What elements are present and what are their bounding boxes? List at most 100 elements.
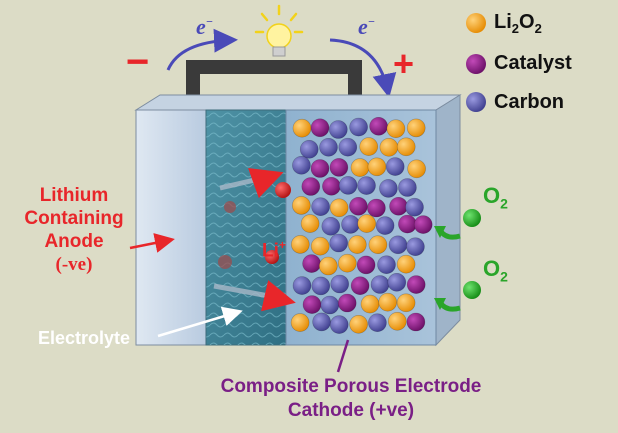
- carbon-particle: [375, 216, 395, 235]
- li2o2-particle: [329, 198, 349, 218]
- o2-label-top: O2: [483, 183, 508, 212]
- li2o2-particle: [368, 235, 388, 254]
- legend-carbon-dot: [466, 92, 486, 112]
- catalyst-particle: [349, 197, 368, 216]
- oxygen-inflow-bottom: [434, 281, 481, 312]
- positive-terminal-sign: +: [393, 43, 415, 84]
- catalyst-particle: [329, 158, 349, 177]
- li-ion-label: Li+: [262, 238, 286, 262]
- legend-catalyst-label: Catalyst: [494, 52, 572, 74]
- carbon-particle: [377, 255, 396, 275]
- li2o2-particle: [350, 158, 370, 177]
- li-ion: [275, 182, 291, 198]
- catalyst-particle: [389, 197, 408, 216]
- catalyst-particle: [310, 159, 330, 178]
- li2o2-particle: [349, 314, 368, 334]
- li2o2-particle: [407, 159, 426, 179]
- carbon-particle: [299, 140, 319, 159]
- electron-label-left: e−: [196, 14, 214, 39]
- carbon-particle: [330, 274, 350, 294]
- li-ion: [265, 250, 279, 264]
- li2o2-particle: [357, 214, 377, 233]
- ion-migration-arrow: [261, 280, 296, 312]
- electron-label-right: e−: [358, 14, 376, 39]
- carbon-particle: [312, 312, 331, 332]
- oxygen-molecule: [463, 281, 481, 299]
- cathode-particles: [290, 117, 433, 334]
- li2o2-particle: [396, 137, 416, 157]
- catalyst-particle: [367, 198, 386, 218]
- ion-migration-arrow: [248, 168, 284, 199]
- carbon-particle: [338, 176, 358, 195]
- carbon-particle: [405, 197, 424, 217]
- anode-pointer-arrow: [129, 233, 175, 253]
- carbon-particle: [292, 156, 311, 175]
- cathode-pointer-arrow: [336, 339, 350, 373]
- carbon-particle: [357, 176, 376, 195]
- catalyst-particle: [302, 254, 321, 273]
- legend-catalyst-dot: [466, 54, 486, 74]
- carbon-particle: [329, 315, 349, 334]
- catalyst-particle: [302, 295, 322, 314]
- li2o2-particle: [300, 214, 320, 233]
- li-ion: [224, 201, 236, 213]
- carbon-particle: [328, 120, 348, 139]
- electron-flow-arrow-right: [329, 38, 397, 98]
- li2o2-particle: [367, 157, 387, 177]
- catalyst-particle: [356, 255, 376, 275]
- catalyst-particle: [406, 312, 426, 332]
- li2o2-particle: [318, 256, 338, 276]
- li2o2-particle: [310, 236, 330, 256]
- legend-li2o2-label: Li2O2: [494, 11, 542, 36]
- li2o2-particle: [379, 138, 399, 157]
- carbon-particle: [341, 215, 360, 234]
- battery-top-face: [134, 94, 462, 111]
- o2-label-bottom: O2: [483, 256, 508, 285]
- cathode-label: Composite Porous Electrode Cathode (+ve): [220, 376, 482, 421]
- carbon-particle: [320, 295, 340, 315]
- li2o2-particle: [290, 235, 310, 254]
- li2o2-particle: [396, 254, 416, 274]
- carbon-particle: [398, 178, 417, 197]
- light-bulb-icon: [254, 4, 304, 57]
- carbon-particle: [319, 138, 338, 157]
- catalyst-particle: [413, 215, 433, 234]
- carbon-particle: [349, 117, 368, 137]
- carbon-particle: [406, 237, 425, 256]
- catalyst-particle: [369, 117, 388, 136]
- li2o2-particle: [291, 196, 311, 215]
- electrolyte-label: Electrolyte: [38, 328, 131, 348]
- catalyst-particle: [322, 177, 341, 196]
- anode-block: [135, 109, 207, 346]
- carbon-particle: [387, 272, 407, 292]
- catalyst-particle: [301, 177, 321, 196]
- electron-flow-arrow-left: [166, 28, 238, 71]
- li2o2-particle: [360, 294, 380, 314]
- li2o2-particle: [386, 119, 406, 138]
- carbon-particle: [311, 276, 331, 296]
- li2o2-particle: [290, 313, 310, 332]
- li2o2-particle: [337, 253, 357, 273]
- li2o2-particle: [359, 137, 379, 156]
- li2o2-particle: [396, 293, 416, 313]
- carbon-particle: [321, 217, 341, 236]
- li2o2-particle: [292, 118, 312, 138]
- legend-li2o2-dot: [466, 13, 486, 33]
- oxygen-molecule: [463, 209, 481, 227]
- legend-carbon-label: Carbon: [494, 91, 564, 113]
- carbon-particle: [379, 179, 398, 198]
- catalyst-particle: [398, 214, 417, 234]
- catalyst-particle: [337, 293, 357, 313]
- li2o2-particle: [387, 311, 407, 331]
- oxygen-inflow-top: [434, 209, 481, 240]
- anode-label: Lithium Containing Anode (-ve): [24, 185, 124, 275]
- negative-terminal-sign: −: [126, 40, 150, 84]
- carbon-particle: [388, 235, 408, 255]
- carbon-particle: [385, 157, 405, 176]
- electrolyte-pointer-arrow: [157, 306, 243, 338]
- carbon-particle: [338, 137, 358, 157]
- catalyst-particle: [350, 276, 370, 296]
- carbon-particle: [368, 313, 387, 333]
